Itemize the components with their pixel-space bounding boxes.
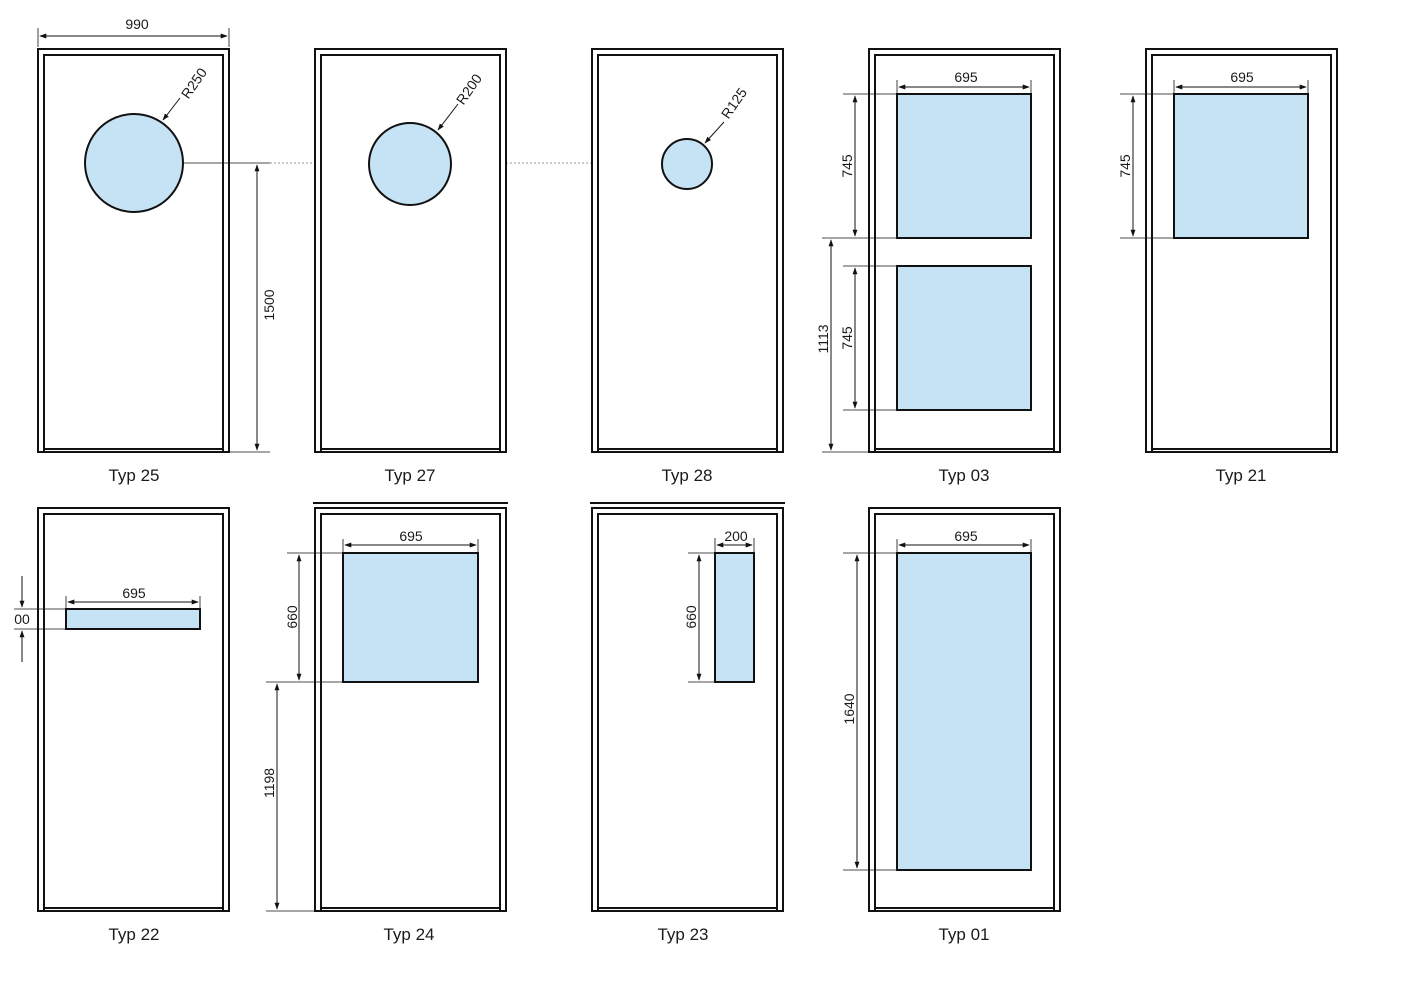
height-dimension: 660 <box>284 605 300 629</box>
door-label: Typ 24 <box>383 925 434 944</box>
door-label: Typ 03 <box>938 466 989 485</box>
door-label: Typ 22 <box>108 925 159 944</box>
door-typ22: 695 00 Typ 22 <box>14 507 230 944</box>
door-typ01: 695 1640 Typ 01 <box>841 507 1061 944</box>
height-dimension-lower: 745 <box>839 326 855 350</box>
door-typ03: 695 745 745 1113 Typ 03 <box>815 48 1061 485</box>
width-dimension: 695 <box>954 528 978 544</box>
door-label: Typ 28 <box>661 466 712 485</box>
door-typ24: 695 660 1198 Typ 24 <box>261 502 508 944</box>
door-label: Typ 27 <box>384 466 435 485</box>
width-dimension: 990 <box>125 16 149 32</box>
round-window <box>661 138 713 190</box>
door-typ25: 990 R250 1500 Typ 25 <box>37 16 277 485</box>
glass-panel-lower <box>896 265 1032 411</box>
door-label: Typ 23 <box>657 925 708 944</box>
glass-panel <box>896 552 1032 871</box>
door-typ23: 200 660 Typ 23 <box>590 502 785 944</box>
height-dimension-upper: 745 <box>839 154 855 178</box>
door-label: Typ 25 <box>108 466 159 485</box>
height-dimension: 1640 <box>841 693 857 724</box>
glass-panel-upper <box>896 93 1032 239</box>
height-dimension: 1500 <box>261 289 277 320</box>
round-window <box>368 122 452 206</box>
sill-height-dimension: 1113 <box>815 324 831 353</box>
width-dimension: 695 <box>399 528 423 544</box>
height-dimension: 745 <box>1117 154 1133 178</box>
door-typ27: R200 Typ 27 <box>314 48 507 485</box>
width-dimension: 200 <box>724 528 748 544</box>
glass-panel <box>1173 93 1309 239</box>
sill-height-dimension: 1198 <box>261 768 277 798</box>
glass-strip <box>65 608 201 630</box>
door-typ28: R125 Typ 28 <box>591 48 784 485</box>
width-dimension: 695 <box>122 585 146 601</box>
door-typ21: 695 745 Typ 21 <box>1117 48 1338 485</box>
round-window <box>84 113 184 213</box>
width-dimension: 695 <box>954 69 978 85</box>
height-dimension: 660 <box>683 605 699 629</box>
door-label: Typ 01 <box>938 925 989 944</box>
door-label: Typ 21 <box>1215 466 1266 485</box>
glass-slot <box>714 552 755 683</box>
glass-panel <box>342 552 479 683</box>
height-dimension: 00 <box>14 611 30 627</box>
width-dimension: 695 <box>1230 69 1254 85</box>
